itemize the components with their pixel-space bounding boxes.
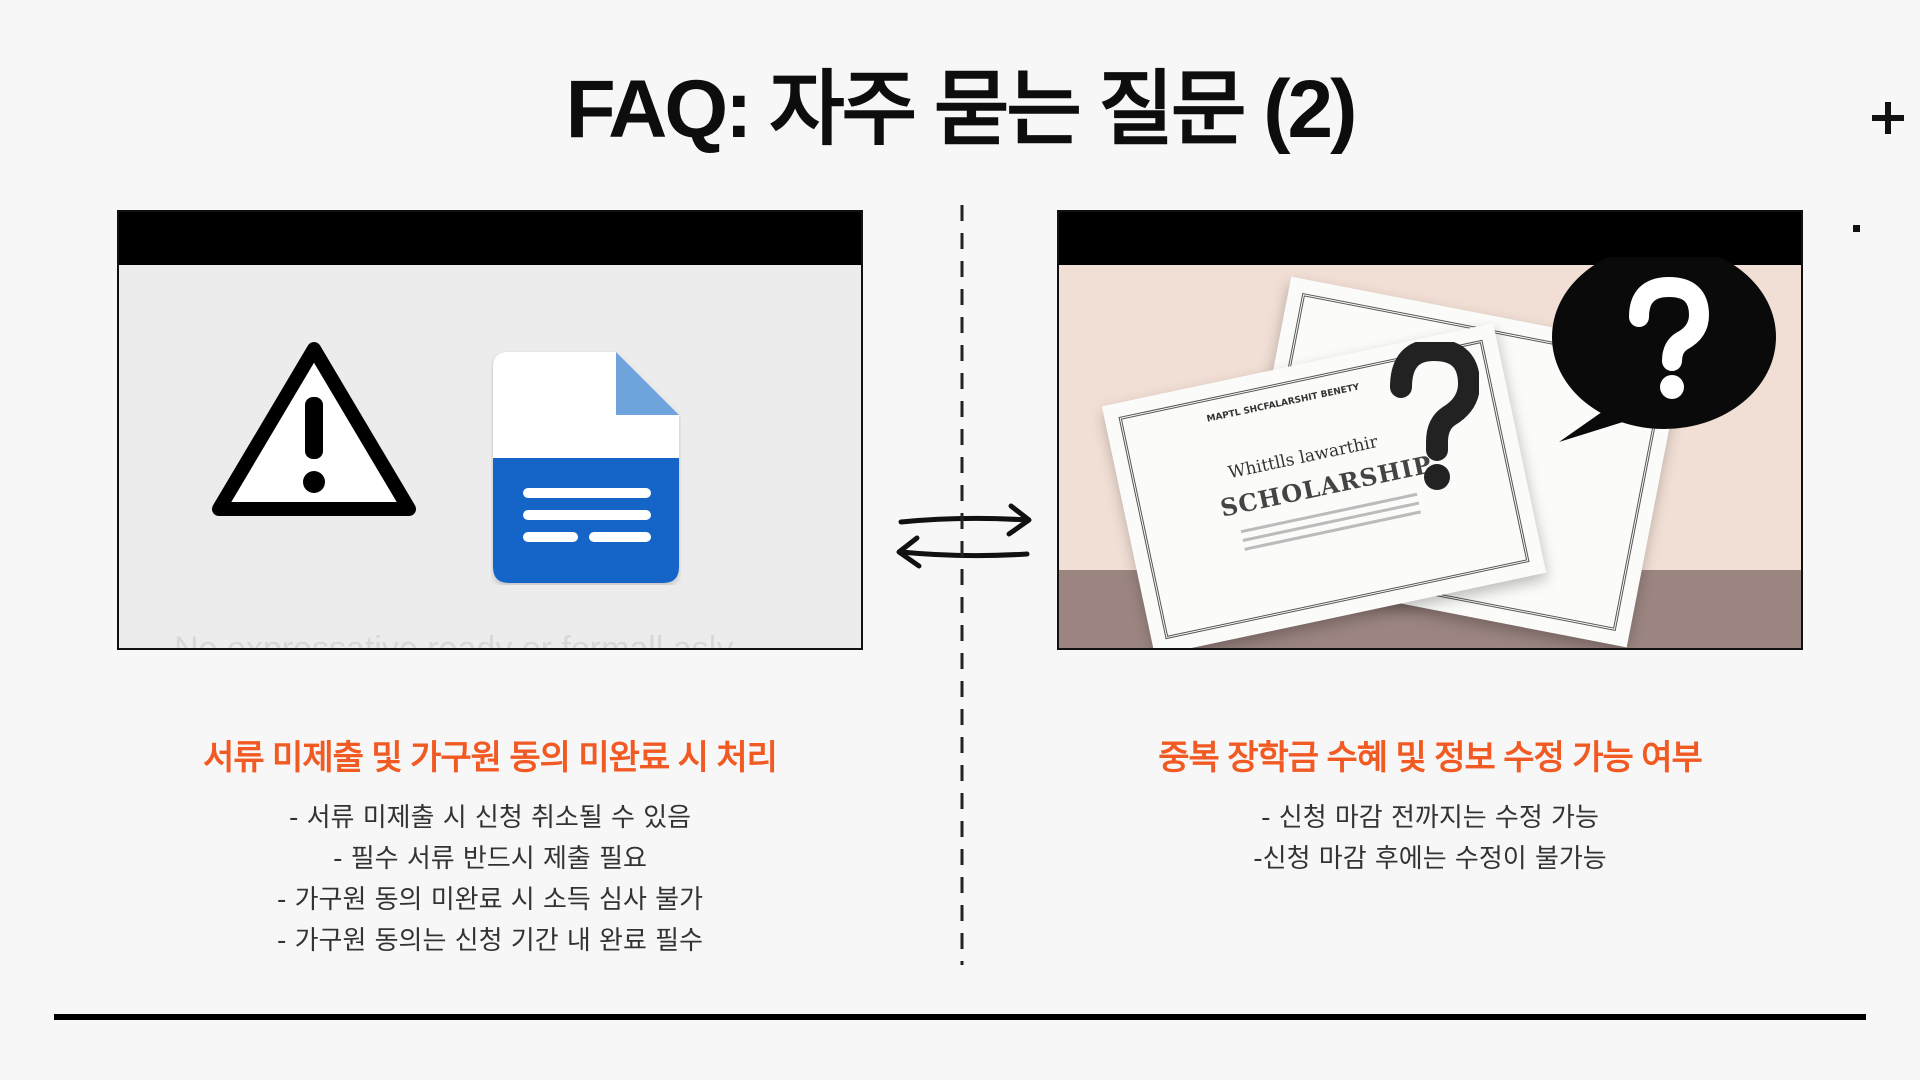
list-item: - 가구원 동의 미완료 시 소득 심사 불가 — [276, 885, 704, 915]
document-icon — [493, 352, 679, 583]
right-heading: 중복 장학금 수혜 및 정보 수정 가능 여부 — [1158, 739, 1703, 777]
plus-icon[interactable] — [1868, 98, 1908, 138]
page-title: FAQ: 자주 묻는 질문 (2) — [565, 64, 1358, 155]
list-item: - 서류 미제출 시 신청 취소될 수 있음 — [288, 803, 692, 833]
list-item: - 필수 서류 반드시 제출 필요 — [333, 844, 647, 874]
list-item: - 신청 마감 전까지는 수정 가능 — [1261, 803, 1599, 833]
warning-icon — [212, 342, 416, 516]
right-image-panel: MAPTL SHCFALARSHIT BENETY Whittlls lawar… — [1057, 210, 1803, 650]
image-caption: No expressative ready or formall asly — [174, 630, 734, 650]
left-heading: 서류 미제출 및 가구원 동의 미완료 시 처리 — [203, 739, 778, 777]
question-mark-icon — [1390, 342, 1479, 490]
list-item: -신청 마감 후에는 수정이 불가능 — [1253, 844, 1607, 874]
dot-marker — [1853, 225, 1860, 232]
left-image-panel: No expressative ready or formall asly — [117, 210, 863, 650]
panel-header-bar — [119, 212, 861, 265]
dashed-divider — [960, 205, 964, 965]
swap-arrows-icon — [896, 503, 1032, 569]
right-bullet-list: - 신청 마감 전까지는 수정 가능 -신청 마감 후에는 수정이 불가능 — [1057, 798, 1803, 880]
bottom-divider — [54, 1014, 1866, 1020]
left-bullet-list: - 서류 미제출 시 신청 취소될 수 있음 - 필수 서류 반드시 제출 필요… — [117, 798, 863, 962]
list-item: - 가구원 동의는 신청 기간 내 완료 필수 — [276, 926, 704, 956]
speech-bubble-icon — [1552, 257, 1776, 442]
